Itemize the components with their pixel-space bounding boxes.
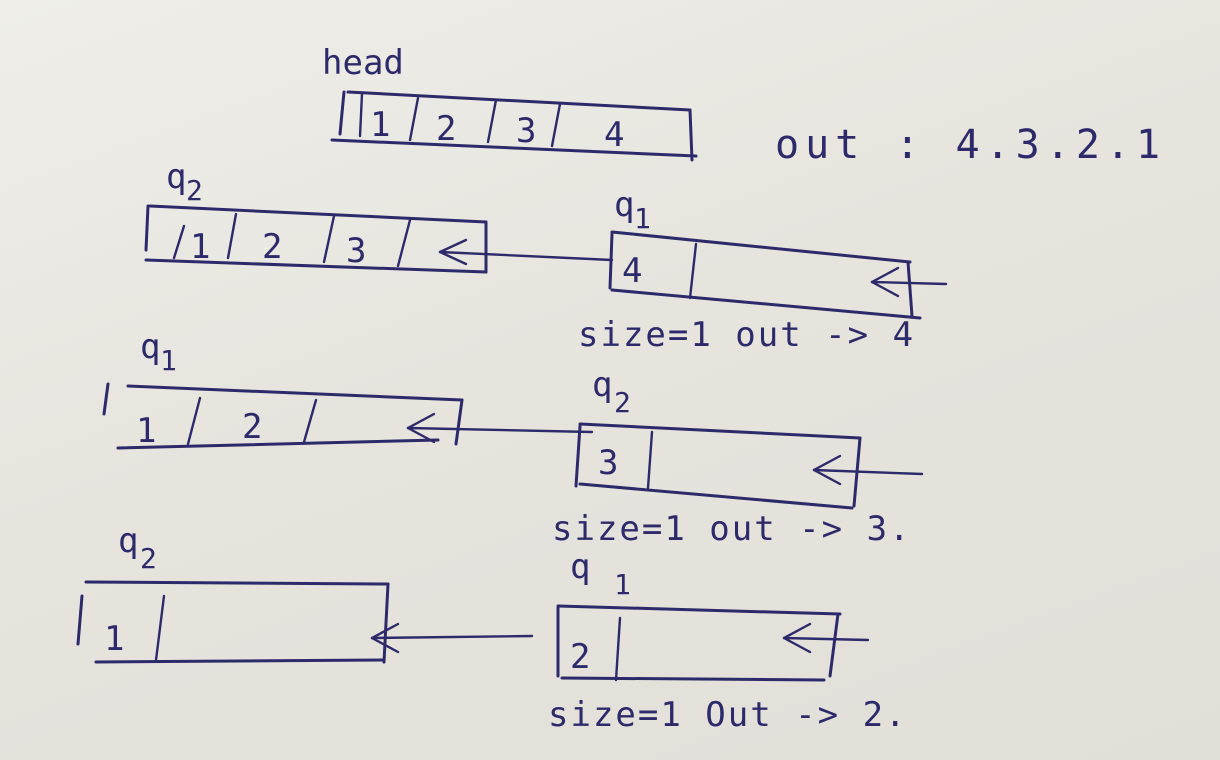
row-1-left-queue xyxy=(144,204,488,274)
head-cell-4: 4 xyxy=(604,115,624,155)
svg-text:q: q xyxy=(118,521,138,561)
row-1-left-cell-3: 3 xyxy=(346,231,366,271)
row-1-right-cell-1: 4 xyxy=(622,251,642,291)
row-2-left-queue xyxy=(102,382,464,450)
row-1-left-cell-2: 2 xyxy=(262,227,282,267)
row-2-left-cell-2: 2 xyxy=(242,407,262,447)
svg-text:q: q xyxy=(592,365,612,405)
output-summary: out : 4.3.2.1 xyxy=(775,122,1166,168)
row-2-link-arrow xyxy=(406,412,594,444)
row-2-right-cell-1: 3 xyxy=(598,443,618,483)
row-2-right-name: q 2 xyxy=(592,365,631,419)
row-1-status: size=1 out -> 4 xyxy=(578,315,915,355)
row-3-left-queue xyxy=(76,580,390,664)
row-3-status: size=1 Out -> 2. xyxy=(548,695,908,735)
head-list xyxy=(330,90,698,162)
svg-text:1: 1 xyxy=(634,202,651,235)
head-cell-1: 1 xyxy=(370,105,390,145)
row-3-right-queue xyxy=(556,604,842,682)
row-1-right-arrow xyxy=(870,266,948,298)
row-1-left-name: q 2 xyxy=(166,157,203,207)
row-1-right-queue xyxy=(608,230,922,320)
row-2-right-arrow xyxy=(812,454,924,486)
svg-text:1: 1 xyxy=(614,568,631,601)
svg-text:q: q xyxy=(570,547,590,587)
svg-text:2: 2 xyxy=(614,386,631,419)
row-1-left-cell-1: 1 xyxy=(190,227,210,267)
head-label: head xyxy=(322,43,404,83)
svg-text:q: q xyxy=(614,185,634,225)
row-2-left-name: q 1 xyxy=(140,327,177,377)
svg-text:2: 2 xyxy=(140,542,157,575)
head-cell-3: 3 xyxy=(516,111,536,151)
svg-text:1: 1 xyxy=(160,344,177,377)
row-1-right-name: q 1 xyxy=(614,185,651,235)
row-3-right-name: q 1 xyxy=(570,547,631,601)
row-2-status: size=1 out -> 3. xyxy=(552,509,912,549)
svg-text:2: 2 xyxy=(186,174,203,207)
row-3-right-cell-1: 2 xyxy=(570,637,590,677)
row-2-left-cell-1: 1 xyxy=(136,411,156,451)
svg-text:q: q xyxy=(166,157,186,197)
row-3-left-cell-1: 1 xyxy=(104,619,124,659)
svg-text:q: q xyxy=(140,327,160,367)
row-3-left-name: q 2 xyxy=(118,521,157,575)
head-cell-2: 2 xyxy=(436,109,456,149)
row-1-link-arrow xyxy=(438,238,614,266)
row-3-link-arrow xyxy=(370,622,534,654)
row-2-right-queue xyxy=(574,422,862,510)
row-3-right-arrow xyxy=(782,622,870,654)
